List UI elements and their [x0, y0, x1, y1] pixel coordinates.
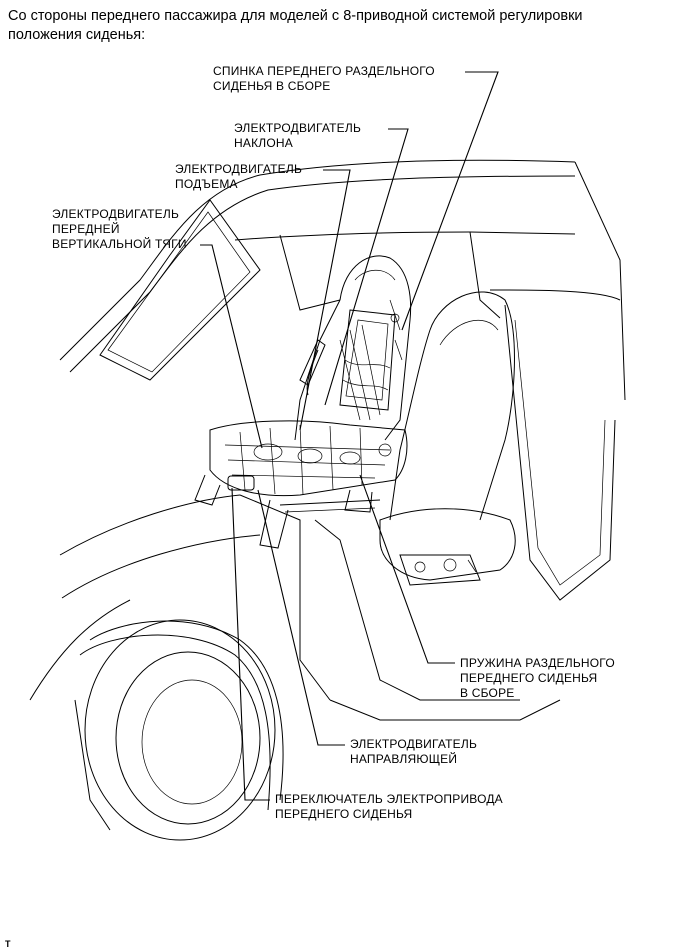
page-caption: Со стороны переднего пассажира для модел…: [8, 7, 688, 45]
label-recline-motor-line-1: ЭЛЕКТРОДВИГАТЕЛЬ: [234, 121, 362, 135]
leader-lines: [200, 71, 499, 801]
label-spring: ПРУЖИНА РАЗДЕЛЬНОГО ПЕРЕДНЕГО СИДЕНЬЯ В …: [460, 656, 615, 701]
leader-switch: [231, 487, 270, 801]
label-slide-motor-line-1: ЭЛЕКТРОДВИГАТЕЛЬ: [350, 737, 478, 751]
driver-seat: [379, 291, 516, 586]
label-recline-motor-line-2: НАКЛОНА: [234, 136, 293, 150]
passenger-seat-assembly: [194, 255, 412, 549]
leader-lifter-motor: [299, 169, 351, 431]
label-spring-line-1: ПРУЖИНА РАЗДЕЛЬНОГО: [460, 656, 615, 670]
label-seatback-line-1: СПИНКА ПЕРЕДНЕГО РАЗДЕЛЬНОГО: [213, 64, 435, 78]
label-slide-motor-line-2: НАПРАВЛЯЮЩЕЙ: [350, 752, 458, 766]
leader-recline-motor: [324, 128, 409, 406]
label-front-vertical-motor-line-3: ВЕРТИКАЛЬНОЙ ТЯГИ: [52, 237, 187, 251]
label-spring-line-3: В СБОРЕ: [460, 686, 515, 700]
label-front-vertical-motor-line-2: ПЕРЕДНЕЙ: [52, 222, 120, 236]
label-seatback: СПИНКА ПЕРЕДНЕГО РАЗДЕЛЬНОГО СИДЕНЬЯ В С…: [213, 64, 435, 94]
leader-spring: [359, 474, 455, 664]
label-switch-line-1: ПЕРЕКЛЮЧАТЕЛЬ ЭЛЕКТРОПРИВОДА: [275, 792, 503, 806]
label-front-vertical-motor-line-1: ЭЛЕКТРОДВИГАТЕЛЬ: [52, 207, 180, 221]
label-switch-line-2: ПЕРЕДНЕГО СИДЕНЬЯ: [275, 807, 413, 821]
label-lifter-motor: ЭЛЕКТРОДВИГАТЕЛЬ ПОДЪЕМА: [175, 162, 302, 192]
label-recline-motor: ЭЛЕКТРОДВИГАТЕЛЬ НАКЛОНА: [234, 121, 361, 151]
leader-slide-motor: [257, 489, 345, 746]
label-switch: ПЕРЕКЛЮЧАТЕЛЬ ЭЛЕКТРОПРИВОДА ПЕРЕДНЕГО С…: [275, 792, 503, 822]
caption-line-2: положения сиденья:: [8, 27, 146, 43]
label-lifter-motor-line-1: ЭЛЕКТРОДВИГАТЕЛЬ: [175, 162, 303, 176]
label-lifter-motor-line-2: ПОДЪЕМА: [175, 177, 238, 191]
label-spring-line-2: ПЕРЕДНЕГО СИДЕНЬЯ: [460, 671, 598, 685]
label-slide-motor: ЭЛЕКТРОДВИГАТЕЛЬ НАПРАВЛЯЮЩЕЙ: [350, 737, 477, 767]
leader-seatback: [401, 71, 499, 331]
label-seatback-line-2: СИДЕНЬЯ В СБОРЕ: [213, 79, 331, 93]
label-front-vertical-motor: ЭЛЕКТРОДВИГАТЕЛЬ ПЕРЕДНЕЙ ВЕРТИКАЛЬНОЙ Т…: [52, 207, 187, 252]
caption-line-1: Со стороны переднего пассажира для модел…: [8, 8, 583, 24]
vehicle-body-outline: [29, 159, 626, 841]
leader-front-vertical-motor: [200, 244, 263, 449]
corner-mark: T: [5, 939, 11, 949]
